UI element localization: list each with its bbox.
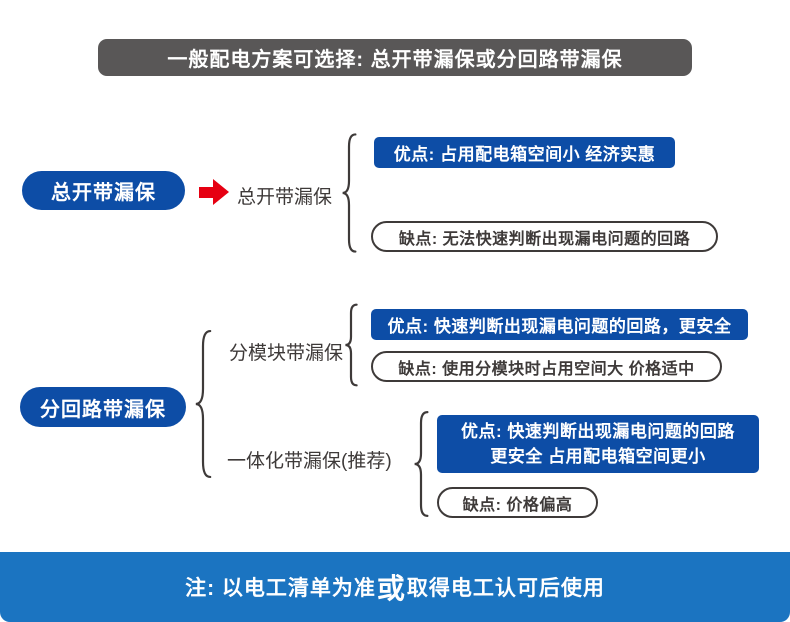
red-arrow-icon [199, 179, 229, 205]
root-node-main-breaker: 总开带漏保 [22, 171, 185, 210]
node-modular: 分模块带漏保 [229, 343, 344, 364]
pro-box-integrated-line1: 优点: 快速判断出现漏电问题的回路 [461, 422, 735, 441]
pro-box-main-breaker: 优点: 占用配电箱空间小 经济实惠 [374, 137, 675, 168]
pro-box-integrated-line2: 更安全 占用配电箱空间更小 [490, 447, 706, 466]
brace-icon [344, 303, 358, 387]
node-integrated: 一体化带漏保(推荐) [227, 451, 392, 472]
diagram-title: 一般配电方案可选择: 总开带漏保或分回路带漏保 [98, 39, 692, 76]
arrow-shaft [199, 187, 213, 198]
node-main-breaker: 总开带漏保 [237, 187, 333, 208]
brace-icon [194, 328, 212, 480]
brace-icon [413, 410, 429, 518]
brace-icon [341, 132, 357, 254]
pro-box-modular: 优点: 快速判断出现漏电问题的回路，更安全 [371, 309, 748, 340]
con-pill-integrated: 缺点: 价格偏高 [437, 487, 598, 518]
arrow-head [213, 179, 229, 205]
root-node-branch-circuit: 分回路带漏保 [20, 387, 186, 427]
footer-note-emphasis: 或 [376, 573, 406, 604]
con-pill-modular: 缺点: 使用分模块时占用空间大 价格适中 [371, 351, 722, 382]
con-pill-main-breaker: 缺点: 无法快速判断出现漏电问题的回路 [371, 221, 718, 252]
footer-note-prefix: 注: 以电工清单为准 [185, 577, 376, 600]
footer-note: 注: 以电工清单为准 或 取得电工认可后使用 [0, 552, 790, 622]
pro-box-integrated: 优点: 快速判断出现漏电问题的回路 更安全 占用配电箱空间更小 [437, 415, 759, 473]
footer-note-suffix: 取得电工认可后使用 [406, 577, 605, 600]
